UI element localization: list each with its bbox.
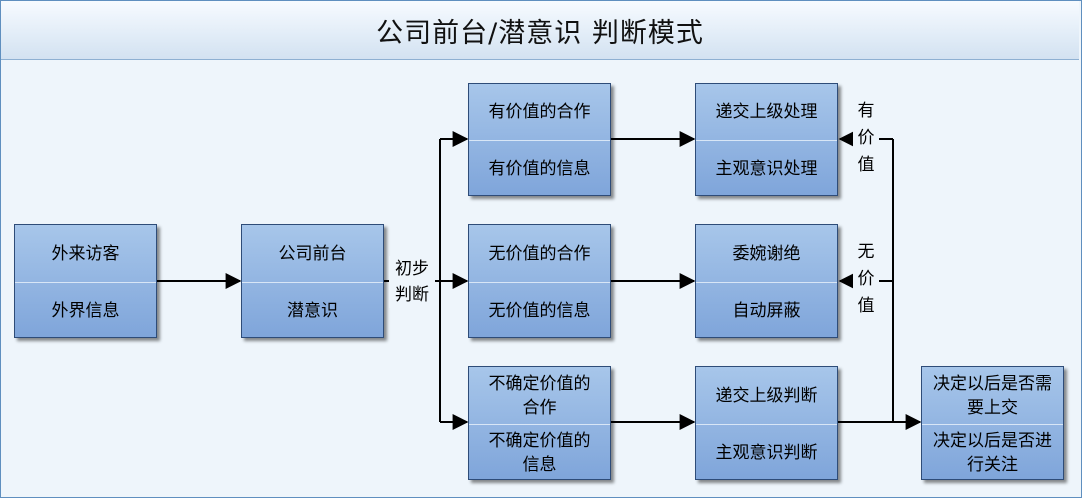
node-divider — [696, 140, 837, 141]
node-visitor-line2: 外界信息 — [51, 300, 120, 321]
node-uncertain-line2: 不确定价值的信息 — [488, 430, 591, 475]
node-valuable: 有价值的合作 有价值的信息 — [468, 83, 611, 196]
node-not-valuable-line1: 无价值的合作 — [488, 243, 591, 264]
node-handle-valuable: 递交上级处理 主观意识处理 — [695, 83, 838, 196]
node-handle-valuable-line1: 递交上级处理 — [715, 102, 818, 122]
node-divider — [469, 282, 610, 283]
node-decide-later: 决定以后是否需要上交 决定以后是否进行关注 — [921, 366, 1064, 480]
label-has-value: 有 价 值 — [853, 98, 879, 179]
node-judge-uncertain-line1: 递交上级判断 — [715, 385, 818, 406]
node-not-valuable: 无价值的合作 无价值的信息 — [468, 224, 611, 338]
node-visitor-line1: 外来访客 — [51, 243, 120, 264]
node-front-desk-line2: 潜意识 — [287, 300, 338, 321]
node-divider — [242, 282, 383, 283]
node-reject-line1: 委婉谢绝 — [732, 243, 801, 264]
node-uncertain-line1: 不确定价值的合作 — [488, 373, 591, 418]
node-front-desk: 公司前台 潜意识 — [241, 224, 384, 338]
node-handle-valuable-line2: 主观意识处理 — [715, 158, 818, 179]
node-divider — [469, 140, 610, 141]
node-reject: 委婉谢绝 自动屏蔽 — [695, 224, 838, 338]
node-uncertain: 不确定价值的合作 不确定价值的信息 — [468, 366, 611, 480]
node-judge-uncertain-line2: 主观意识判断 — [715, 442, 818, 463]
diagram-title: 公司前台/潜意识 判断模式 — [1, 1, 1079, 60]
node-decide-later-line2: 决定以后是否进行关注 — [933, 430, 1052, 475]
node-divider — [15, 282, 156, 283]
node-divider — [696, 424, 837, 425]
node-divider — [469, 424, 610, 425]
node-divider — [922, 424, 1063, 425]
node-decide-later-line1: 决定以后是否需要上交 — [933, 373, 1052, 418]
node-valuable-line2: 有价值的信息 — [488, 158, 591, 179]
label-no-value: 无 价 值 — [853, 239, 879, 320]
label-initial-judgment: 初步 判断 — [389, 256, 435, 308]
edge-feedback-trunk — [880, 139, 894, 423]
node-front-desk-line1: 公司前台 — [278, 243, 347, 264]
node-visitor: 外来访客 外界信息 — [14, 224, 157, 338]
node-reject-line2: 自动屏蔽 — [732, 300, 801, 321]
node-divider — [696, 282, 837, 283]
node-valuable-line1: 有价值的合作 — [488, 102, 591, 122]
node-judge-uncertain: 递交上级判断 主观意识判断 — [695, 366, 838, 480]
node-not-valuable-line2: 无价值的信息 — [488, 300, 591, 321]
